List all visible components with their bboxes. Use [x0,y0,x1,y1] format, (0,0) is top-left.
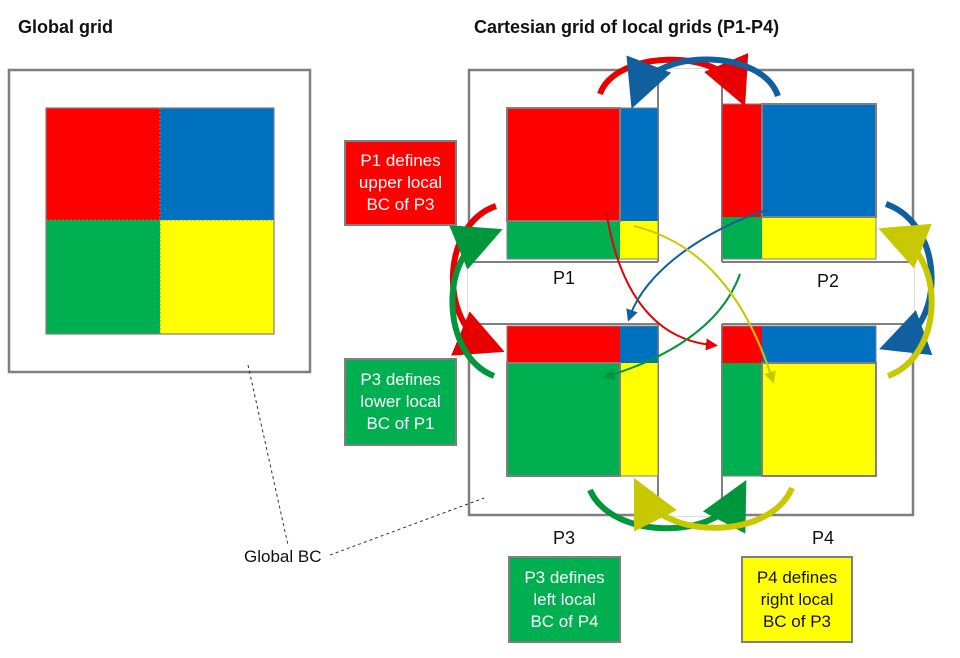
local-grids [467,68,915,517]
arrow-yellow-right [878,223,935,379]
global-bc-leader-left [247,364,289,546]
local-grid-p1 [506,107,659,260]
panel-label-p4: P4 [812,528,835,548]
global-cell-red [46,108,160,220]
global-cell-yellow [160,220,274,334]
global-grid [7,68,312,374]
local-grids-title: Cartesian grid of local grids (P1-P4) [474,17,780,37]
note-p3-left-bc-text: P3 defines left local BC of P4 [524,567,605,631]
arrow-red-diagonal [605,209,718,351]
note-p1-upper-bc-text: P1 defines upper local BC of P3 [358,151,443,214]
arrow-green-left [449,225,503,379]
arrow-yellow-bottom [633,477,795,532]
arrow-blue-right [879,201,935,356]
arrow-yellow-diagonal [633,225,776,384]
note-p3-left-bc: P3 defines left local BC of P4 [508,556,621,643]
global-cell-blue [160,108,274,220]
global-grid-title: Global grid [18,17,114,37]
local-grid-p3 [506,325,659,477]
panel-label-p2: P2 [817,271,840,291]
note-p1-upper-bc: P1 defines upper local BC of P3 [344,140,457,226]
local-grid-p4 [721,325,877,477]
global-bc-leader-right [329,497,485,556]
global-bc-label: Global BC [244,547,322,566]
arrow-blue-diagonal [626,209,769,322]
local-grid-p2 [721,103,877,260]
note-p4-right-bc: P4 defines right local BC of P3 [741,556,853,643]
note-p4-right-bc-text: P4 defines right local BC of P3 [756,567,838,631]
note-p3-lower-bc-text: P3 defines lower local BC of P1 [360,370,441,433]
global-cell-green [46,220,160,334]
panel-label-p1: P1 [553,268,576,288]
panel-label-p3: P3 [553,528,576,548]
arrow-blue-top [626,55,781,109]
note-p3-lower-bc: P3 defines lower local BC of P1 [344,358,457,446]
